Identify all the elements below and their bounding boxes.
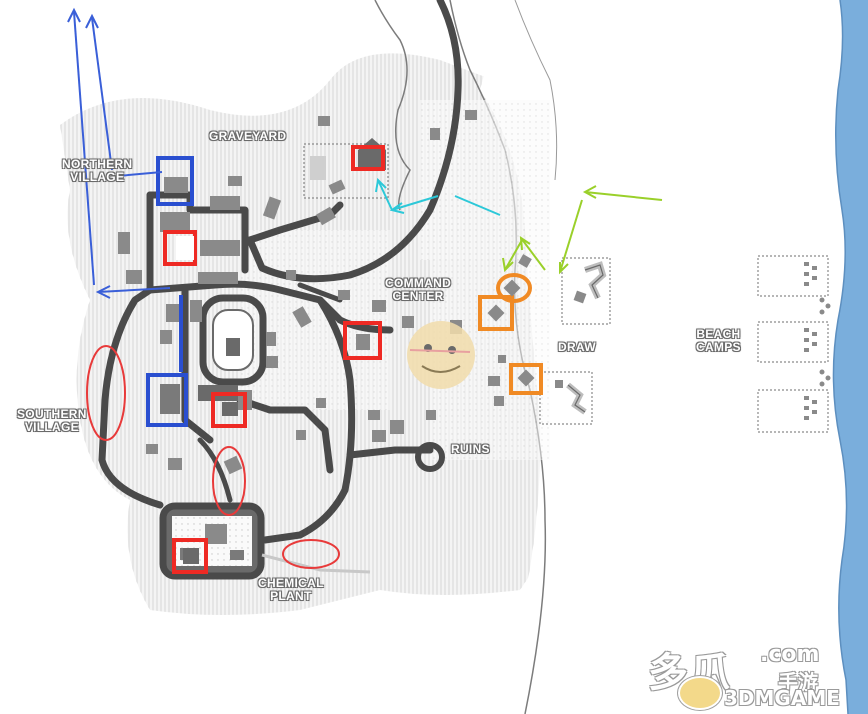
orange-markers: [478, 273, 543, 395]
blue-marker-southern-village: [146, 373, 188, 427]
red-marker-northern-village: [163, 230, 197, 266]
roads: [98, 0, 462, 544]
label-draw: DRAW: [558, 340, 596, 354]
mascot-icon: [407, 321, 475, 389]
label-graveyard: GRAVEYARD: [209, 129, 287, 143]
ocean: [833, 0, 868, 714]
watermark: 多瓜 .com 手游 3DMGAME: [648, 640, 862, 710]
red-marker-south: [211, 392, 247, 428]
orange-marker-square-2: [509, 363, 543, 395]
label-ruins: RUINS: [451, 442, 490, 456]
red-ellipses: [86, 345, 340, 569]
stadium: [199, 294, 267, 386]
arrows-green: [502, 185, 663, 275]
red-marker-chemical: [172, 538, 208, 574]
watermark-logo-icon: [678, 676, 722, 710]
beach-camps-area: [757, 255, 831, 433]
blue-marker-northern-village: [156, 156, 194, 206]
red-marker-command: [343, 321, 382, 360]
orange-marker-square-1: [478, 295, 514, 331]
arrows-blue: [67, 7, 171, 299]
red-marker-graveyard: [351, 145, 385, 171]
red-markers: [163, 145, 385, 574]
blue-markers: [146, 156, 194, 427]
arrows-cyan: [375, 177, 501, 216]
watermark-site: 3DMGAME: [724, 686, 840, 710]
draw-area: [498, 254, 611, 425]
watermark-domain: .com: [760, 642, 820, 667]
terrain: [60, 0, 868, 714]
watermark-sub: 手游: [778, 670, 818, 694]
